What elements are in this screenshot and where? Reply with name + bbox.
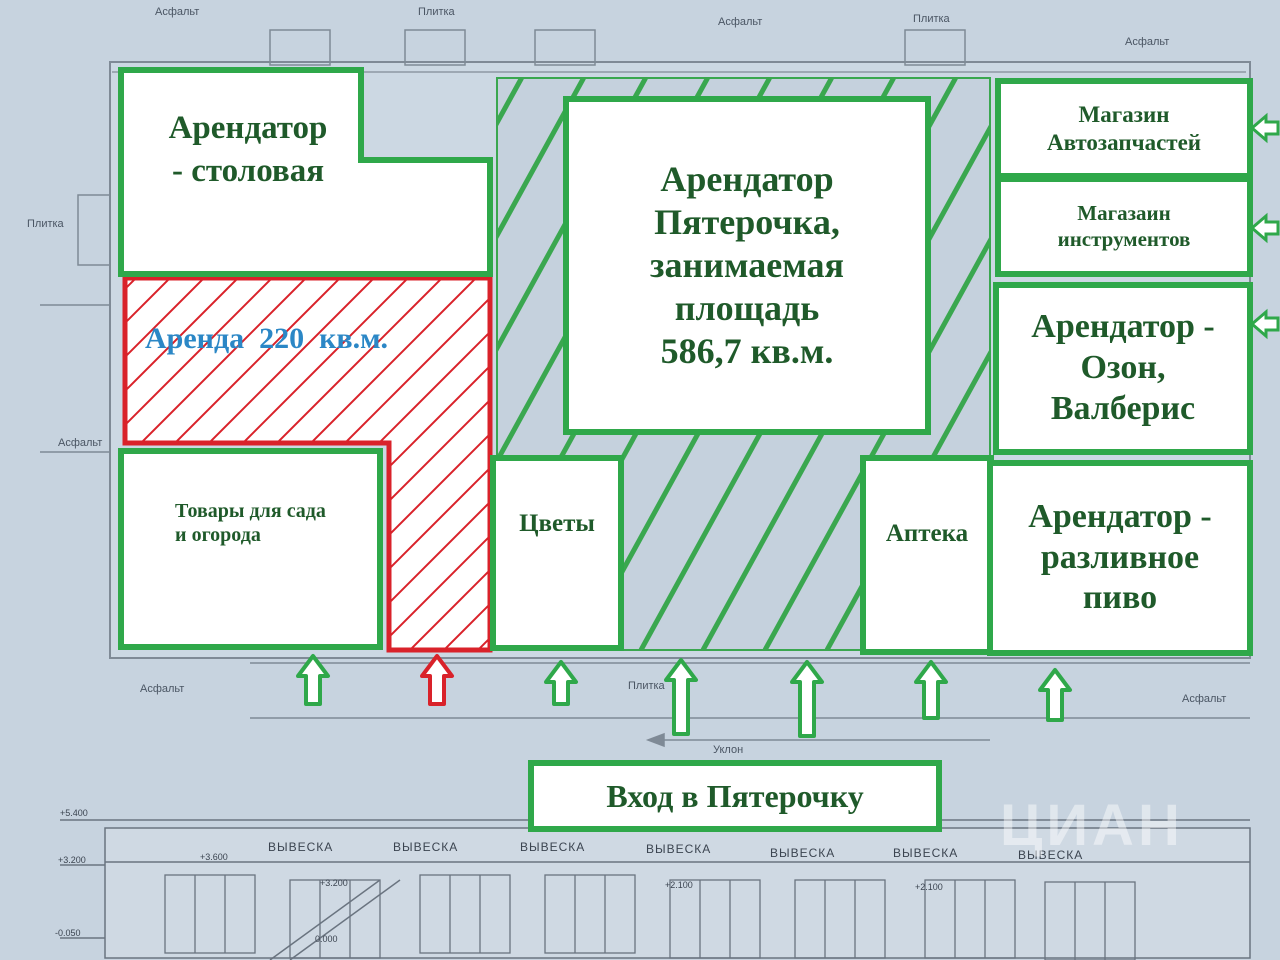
- level-mark: -0.050: [55, 928, 81, 938]
- facade-sign: ВЫВЕСКА: [1018, 848, 1084, 862]
- entrance-arrows: [296, 654, 1072, 738]
- note-asphalt: Асфальт: [155, 6, 200, 18]
- tools-label: Магазаин инструментов: [1057, 201, 1191, 251]
- side-arrows: [1249, 112, 1280, 340]
- facade-window: [289, 879, 381, 959]
- facade-sign: ВЫВЕСКА: [520, 840, 586, 854]
- note-tile: Плитка: [913, 13, 950, 25]
- up-arrow-icon: [790, 660, 824, 738]
- room-tools: Магазаин инструментов: [995, 176, 1253, 277]
- left-arrow-icon: [1249, 308, 1280, 340]
- note-asphalt: Асфальт: [718, 16, 763, 28]
- level-mark: +3.600: [200, 852, 228, 862]
- facade-window: [164, 874, 256, 954]
- note-tile: Плитка: [418, 6, 455, 18]
- hatch-line: [125, 278, 247, 650]
- rent-border: [122, 275, 493, 653]
- flowers-label: Цветы: [519, 510, 595, 537]
- hatch-line: [331, 278, 490, 650]
- rent-label: Аренда 220 кв.м.: [145, 322, 389, 355]
- room-garden: Товары для сада и огорода: [118, 448, 383, 650]
- level-mark: 0.000: [315, 934, 338, 944]
- facade-drawing: [60, 819, 1251, 959]
- note-asphalt: Асфальт: [1182, 693, 1227, 705]
- hatch-line: [125, 278, 213, 650]
- up-arrow-icon: [664, 658, 698, 736]
- hatch-line: [0, 270, 110, 660]
- up-arrow-icon: [544, 660, 578, 706]
- facade-window: [1044, 881, 1136, 960]
- facade-sign: ВЫВЕСКА: [268, 840, 334, 854]
- facade-window: [924, 879, 1016, 959]
- up-arrow-icon: [296, 654, 330, 706]
- facade-sign: ВЫВЕСКА: [770, 846, 836, 860]
- auto-parts-label: Магазин Автозапчастей: [1046, 101, 1202, 155]
- facade-window: [544, 874, 636, 954]
- canteen-label: Арендатор - столовая: [168, 110, 328, 189]
- room-beer: Арендатор - разливное пиво: [987, 460, 1253, 656]
- note-tile: Плитка: [27, 218, 64, 230]
- level-mark: +3.200: [320, 878, 348, 888]
- up-arrow-icon: [1038, 668, 1072, 722]
- pyaterochka-label: Арендатор Пятерочка, занимаемая площадь …: [650, 158, 844, 372]
- pharmacy-label: Аптека: [885, 520, 969, 547]
- note-asphalt: Асфальт: [1125, 36, 1170, 48]
- left-arrow-icon: [1249, 112, 1280, 144]
- note-asphalt: Асфальт: [140, 683, 185, 695]
- facade-window: [669, 879, 761, 959]
- hatch-line: [399, 278, 490, 650]
- watermark: ЦИАН: [1000, 793, 1184, 858]
- hatch-line: [497, 78, 586, 241]
- up-arrow-icon: [420, 654, 454, 706]
- note-asphalt: Асфальт: [58, 437, 103, 449]
- facade-sign: ВЫВЕСКА: [646, 842, 712, 856]
- facade-window: [794, 879, 886, 959]
- hatch-line: [125, 278, 315, 650]
- facade-sign: ВЫВЕСКА: [893, 846, 959, 860]
- room-flowers: Цветы: [490, 455, 624, 651]
- garden-label: Товары для сада и огорода: [175, 500, 326, 546]
- level-mark: +5.400: [60, 808, 88, 818]
- level-mark: +3.200: [58, 855, 86, 865]
- bottom-plan-lines: [250, 662, 1250, 748]
- top-columns: [269, 29, 966, 66]
- entrance-label: Вход в Пятерочку: [606, 777, 864, 814]
- level-mark: +2.100: [665, 880, 693, 890]
- room-canteen: Арендатор - столовая: [118, 67, 493, 277]
- facade-sign: ВЫВЕСКА: [393, 840, 459, 854]
- room-pharmacy: Аптека: [860, 455, 994, 655]
- note-tile: Плитка: [628, 680, 665, 692]
- room-pyaterochka: Арендатор Пятерочка, занимаемая площадь …: [563, 96, 931, 435]
- hatch-line: [365, 278, 490, 650]
- room-ozon: Арендатор - Озон, Валберис: [993, 282, 1253, 455]
- level-mark: +2.100: [915, 882, 943, 892]
- facade-window: [419, 874, 511, 954]
- up-arrow-icon: [914, 660, 948, 720]
- ozon-label: Арендатор - Озон, Валберис: [1031, 308, 1215, 427]
- note-slope: Уклон: [713, 744, 744, 756]
- left-arrow-icon: [1249, 212, 1280, 244]
- room-auto-parts: Магазин Автозапчастей: [995, 78, 1253, 179]
- beer-label: Арендатор - разливное пиво: [1028, 497, 1212, 617]
- hatch-line: [125, 278, 281, 650]
- entrance-pyaterochka: Вход в Пятерочку: [528, 760, 942, 832]
